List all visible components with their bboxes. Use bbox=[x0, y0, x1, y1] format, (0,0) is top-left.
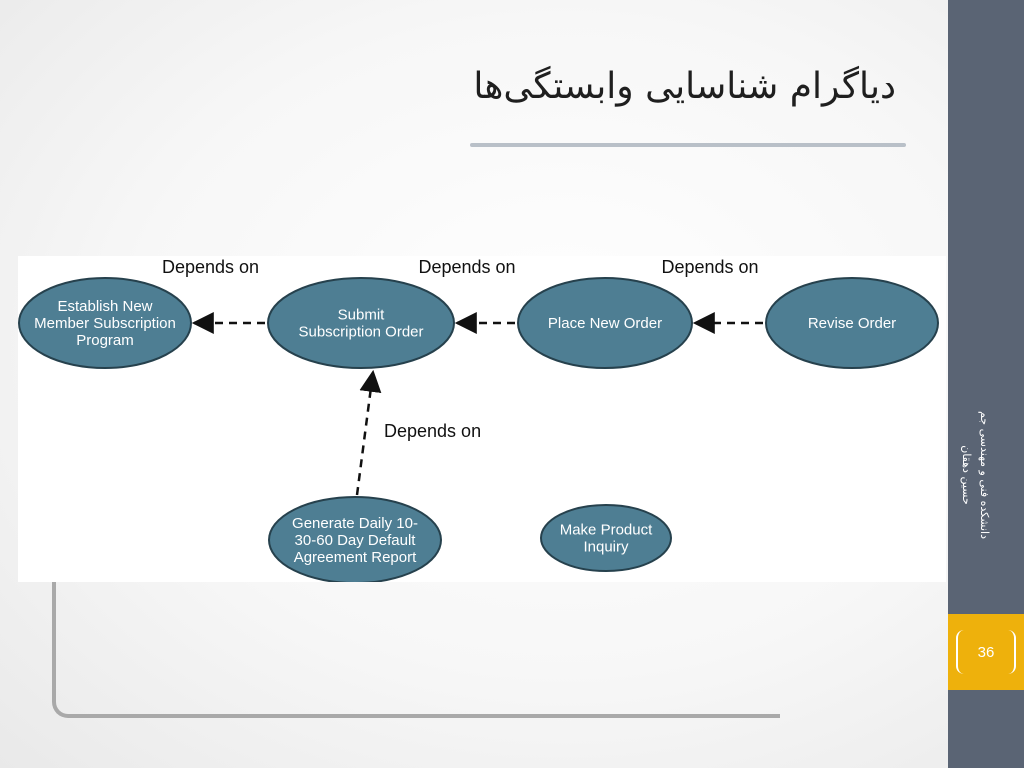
node-label: Inquiry bbox=[583, 539, 629, 556]
node-place: Place New Order bbox=[517, 277, 693, 369]
node-shape bbox=[18, 277, 192, 369]
node-label: Place New Order bbox=[548, 315, 662, 332]
node-shape bbox=[765, 277, 939, 369]
slide-number-frame bbox=[956, 630, 1016, 674]
slide-title: دیاگرام شناسایی وابستگی‌ها bbox=[473, 66, 896, 107]
sidebar-caption: دانشکده فنی و مهندسی جم حسین دهقان bbox=[957, 315, 993, 635]
node-shape bbox=[267, 277, 455, 369]
node-shape bbox=[540, 504, 672, 572]
title-underline bbox=[470, 143, 906, 147]
node-revise: Revise Order bbox=[765, 277, 939, 369]
diagram-canvas: Depends on Depends on Depends on Depends on… bbox=[18, 257, 939, 582]
node-label: 30-60 Day Default bbox=[295, 532, 417, 549]
node-shape bbox=[517, 277, 693, 369]
node-label: Program bbox=[76, 332, 134, 349]
node-label: Agreement Report bbox=[294, 549, 417, 566]
sidebar-caption-author: حسین دهقان bbox=[960, 445, 973, 505]
slide-number: 36 bbox=[977, 644, 995, 661]
node-label: Member Subscription bbox=[34, 315, 176, 332]
node-label: Generate Daily 10- bbox=[292, 515, 418, 532]
slide-frame-line bbox=[52, 560, 780, 718]
edge-label: Depends on bbox=[162, 257, 259, 277]
node-label: Submit bbox=[338, 307, 386, 324]
dependency-arrow bbox=[355, 369, 382, 496]
node-generate: Generate Daily 10-30-60 Day DefaultAgree… bbox=[268, 496, 442, 582]
node-label: Establish New bbox=[57, 298, 152, 315]
node-label: Revise Order bbox=[808, 315, 896, 332]
edge-label: Depends on bbox=[418, 257, 515, 277]
node-shape bbox=[268, 496, 442, 582]
dependency-diagram: Depends on Depends on Depends on Depends on… bbox=[18, 256, 946, 582]
node-label: Make Product bbox=[560, 522, 653, 539]
edge-label: Depends on bbox=[661, 257, 758, 277]
node-label: Subscription Order bbox=[298, 324, 423, 341]
slide-number-box: 36 bbox=[948, 614, 1024, 690]
sidebar-caption-faculty: دانشکده فنی و مهندسی جم bbox=[978, 410, 991, 540]
edge-label: Depends on bbox=[384, 421, 481, 441]
